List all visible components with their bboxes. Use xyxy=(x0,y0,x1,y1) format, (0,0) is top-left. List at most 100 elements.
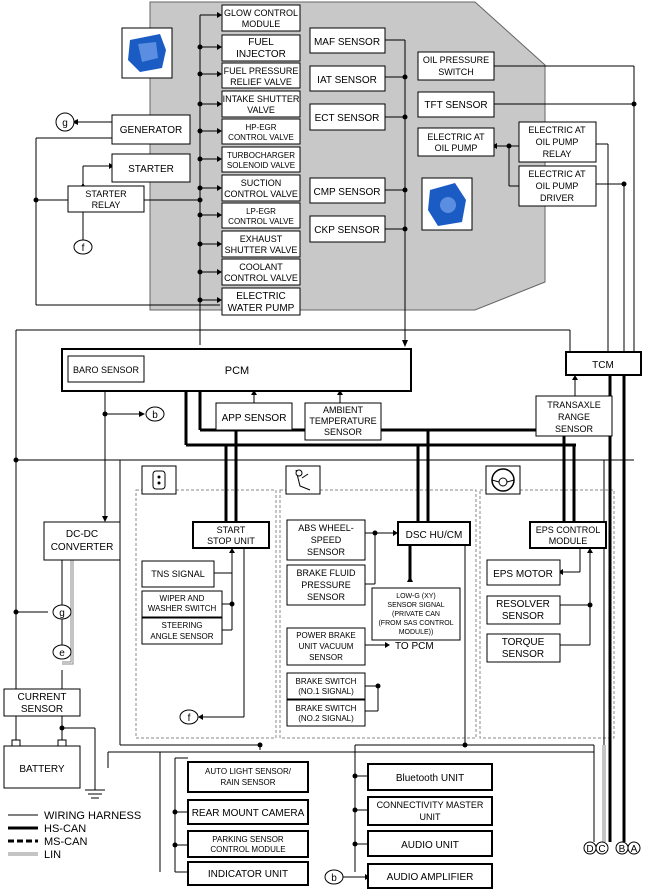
dcdc-2: CONVERTER xyxy=(51,542,114,553)
fluid-3: SENSOR xyxy=(307,592,346,602)
lowg-5: MODULE)) xyxy=(399,629,434,636)
torque-1: TORQUE xyxy=(502,637,545,648)
range-sensor-2: RANGE xyxy=(558,412,590,422)
connector-b-bottom: b xyxy=(331,873,337,884)
auto-light-1: AUTO LIGHT SENSOR/ xyxy=(205,767,292,776)
dsc-system: DSC HU/CM ABS WHEEL- SPEED SENSOR BRAKE … xyxy=(285,465,471,727)
eps-module-1: EPS CONTROL xyxy=(536,525,601,535)
torque-2: SENSOR xyxy=(502,649,544,660)
fuel-pressure-relief-valve: FUEL PRESSURE RELIEF VALVE xyxy=(221,62,301,89)
suction-label-1: SUCTION xyxy=(241,178,282,188)
engine-sensors: MAF SENSOR IAT SENSOR ECT SENSOR CMP SEN… xyxy=(309,27,386,243)
current-sensor-1: CURRENT xyxy=(18,692,67,703)
glow-label-2: MODULE xyxy=(242,19,281,29)
turbo-label-2: SOLENOID VALVE xyxy=(227,161,295,170)
indicator-unit: INDICATOR UNIT xyxy=(208,869,288,880)
generator: GENERATOR xyxy=(120,125,182,136)
turbocharger-solenoid-valve: TURBOCHARGER SOLENOID VALVE xyxy=(221,146,301,173)
pump-relay-2: OIL PUMP xyxy=(536,137,579,147)
dsc-unit: DSC HU/CM xyxy=(406,530,463,541)
iat-sensor: IAT SENSOR xyxy=(317,75,377,86)
intake-label-2: VALVE xyxy=(247,105,275,115)
rear-camera: REAR MOUNT CAMERA xyxy=(192,808,305,819)
brake-sw2-2: (NO.2 SIGNAL) xyxy=(298,714,354,723)
relief-label-2: RELIEF VALVE xyxy=(230,77,292,87)
hpegr-label-2: CONTROL VALVE xyxy=(228,133,294,142)
injector-label-1: FUEL xyxy=(248,37,274,48)
fluid-2: PRESSURE xyxy=(301,580,351,590)
audio-unit: AUDIO UNIT xyxy=(401,840,459,851)
dsc-group xyxy=(279,489,477,739)
wiper-1: WIPER AND xyxy=(160,594,205,603)
connector-e: e xyxy=(59,648,65,659)
baro-sensor: BARO SENSOR xyxy=(73,365,140,375)
connector-b-pcm: b xyxy=(152,410,158,421)
glow-label-1: GLOW CONTROL xyxy=(224,8,298,18)
fluid-1: BRAKE FLUID xyxy=(296,568,356,578)
legend-wiring-harness: WIRING HARNESS xyxy=(44,810,141,822)
brake-pedal-icon xyxy=(285,465,321,495)
power-supply: DC-DC CONVERTER g e CURRENT SENSOR BATTE… xyxy=(3,521,121,789)
connector-f-top: f xyxy=(82,243,85,254)
legend-ms-can: MS-CAN xyxy=(44,836,87,848)
exhaust-label-2: SHUTTER VALVE xyxy=(225,245,298,255)
terminal-c: C xyxy=(598,844,605,855)
transaxle-icon xyxy=(421,177,473,231)
steering-wheel-icon xyxy=(485,465,521,495)
eps-group xyxy=(479,489,615,739)
ambient-2: TEMPERATURE xyxy=(309,416,376,426)
pump-relay-3: RELAY xyxy=(543,149,572,159)
body-modules: AUTO LIGHT SENSOR/ RAIN SENSOR REAR MOUN… xyxy=(187,761,309,886)
exhaust-shutter-valve: EXHAUST SHUTTER VALVE xyxy=(221,230,301,258)
starter: STARTER xyxy=(128,164,174,175)
abs-3: SENSOR xyxy=(307,547,346,557)
pump-driver-3: DRIVER xyxy=(540,193,575,203)
ckp-sensor: CKP SENSOR xyxy=(314,225,379,236)
tns-signal: TNS SIGNAL xyxy=(151,569,205,579)
at-oil-pump-2: OIL PUMP xyxy=(435,143,478,153)
abs-1: ABS WHEEL- xyxy=(298,523,354,533)
hpegr-label-1: HP-EGR xyxy=(245,123,276,132)
dcdc-1: DC-DC xyxy=(66,529,98,540)
connector-f-bottom: f xyxy=(188,713,191,724)
resolver-1: RESOLVER xyxy=(496,599,550,610)
tcm: TCM TRANSAXLE RANGE SENSOR xyxy=(535,351,642,437)
resolver-2: SENSOR xyxy=(502,611,544,622)
lpegr-label-1: LP-EGR xyxy=(246,207,276,216)
pump-driver-2: OIL PUMP xyxy=(536,181,579,191)
starter-relay-2: RELAY xyxy=(92,200,121,210)
lowg-4: (FROM SAS CONTROL xyxy=(378,620,453,627)
pcm: BARO SENSOR PCM APP SENSOR AMBIENT TEMPE… xyxy=(61,348,412,441)
connector-g-top: g xyxy=(62,118,68,129)
charging-starting-components: g GENERATOR STARTER STARTER RELAY f xyxy=(55,112,191,255)
cmp-sensor: CMP SENSOR xyxy=(313,187,380,198)
legend-lin: LIN xyxy=(44,849,61,861)
coolant-label-2: CONTROL VALVE xyxy=(224,273,298,283)
terminal-a: A xyxy=(631,844,638,855)
junction-dots xyxy=(13,44,637,848)
terminals: D C B A xyxy=(583,841,641,855)
intake-label-1: INTAKE SHUTTER xyxy=(223,94,300,104)
at-oil-pump-1: ELECTRIC AT xyxy=(427,132,485,142)
connectivity-2: UNIT xyxy=(420,812,441,822)
lowg-3: (PRIVATE CAN xyxy=(392,611,440,618)
intake-shutter-valve: INTAKE SHUTTER VALVE xyxy=(221,90,301,118)
tcm-label: TCM xyxy=(592,360,614,371)
steering-1: STEERING xyxy=(162,621,203,630)
oil-pressure-switch-1: OIL PRESSURE xyxy=(423,55,489,65)
brake-sw1-1: BRAKE SWITCH xyxy=(296,677,357,686)
ambient-1: AMBIENT xyxy=(323,405,364,415)
app-sensor: APP SENSOR xyxy=(222,413,287,424)
eps-motor: EPS MOTOR xyxy=(493,569,553,580)
pcm-label: PCM xyxy=(225,365,249,377)
electric-water-pump: ELECTRIC WATER PUMP xyxy=(221,287,301,316)
coolant-label-1: COOLANT xyxy=(239,262,283,272)
hp-egr-control-valve: HP-EGR CONTROL VALVE xyxy=(221,118,301,145)
lowg-2: SENSOR SIGNAL xyxy=(387,602,444,609)
tft-sensor: TFT SENSOR xyxy=(424,100,487,111)
infotainment-modules: Bluetooth UNIT CONNECTIVITY MASTER UNIT … xyxy=(324,763,493,889)
auto-light-2: RAIN SENSOR xyxy=(220,778,275,787)
connectivity-1: CONNECTIVITY MASTER xyxy=(377,800,484,810)
turbo-label-1: TURBOCHARGER xyxy=(227,151,295,160)
